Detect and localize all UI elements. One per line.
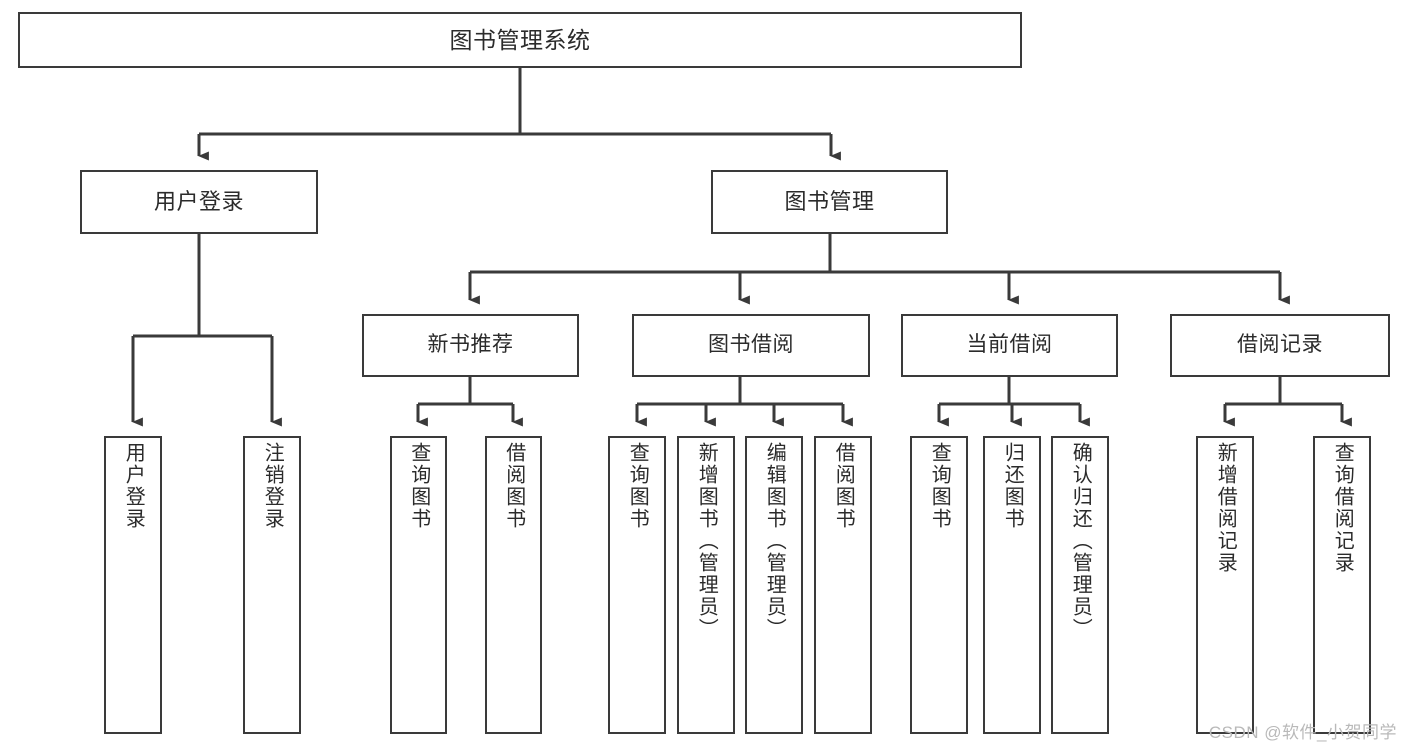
leaf-borrow-borrow-book[interactable]: 借阅图书 xyxy=(814,436,872,734)
leaf-current-return-book[interactable]: 归还图书 xyxy=(983,436,1041,734)
csdn-watermark: CSDN @软件_小贺同学 xyxy=(1208,723,1397,742)
leaf-user-logout-label: 注销登录 xyxy=(261,442,284,530)
leaf-current-confirm-return-admin[interactable]: 确认归还（管理员） xyxy=(1051,436,1109,734)
leaf-borrow-query-book[interactable]: 查询图书 xyxy=(608,436,666,734)
leaf-current-confirm-return-admin-label: 确认归还（管理员） xyxy=(1069,442,1092,640)
leaf-records-query-record-label: 查询借阅记录 xyxy=(1331,442,1354,574)
leaf-user-login-label: 用户登录 xyxy=(122,442,145,530)
leaf-borrow-edit-book-admin-label: 编辑图书（管理员） xyxy=(763,442,786,640)
node-book-management[interactable]: 图书管理 xyxy=(711,170,948,234)
node-borrow-records-label: 借阅记录 xyxy=(1237,333,1323,357)
leaf-recommend-query-book[interactable]: 查询图书 xyxy=(390,436,447,734)
leaf-borrow-add-book-admin[interactable]: 新增图书（管理员） xyxy=(677,436,735,734)
leaf-borrow-edit-book-admin[interactable]: 编辑图书（管理员） xyxy=(745,436,803,734)
node-new-book-recommend[interactable]: 新书推荐 xyxy=(362,314,579,377)
leaf-recommend-query-book-label: 查询图书 xyxy=(407,442,430,530)
node-book-borrow-label: 图书借阅 xyxy=(708,333,794,357)
node-borrow-records[interactable]: 借阅记录 xyxy=(1170,314,1390,377)
leaf-user-logout[interactable]: 注销登录 xyxy=(243,436,301,734)
leaf-records-query-record[interactable]: 查询借阅记录 xyxy=(1313,436,1371,734)
leaf-user-login[interactable]: 用户登录 xyxy=(104,436,162,734)
node-book-borrow[interactable]: 图书借阅 xyxy=(632,314,870,377)
leaf-records-add-record-label: 新增借阅记录 xyxy=(1214,442,1237,574)
node-current-borrow-label: 当前借阅 xyxy=(966,333,1053,357)
leaf-recommend-borrow-book[interactable]: 借阅图书 xyxy=(485,436,542,734)
leaf-recommend-borrow-book-label: 借阅图书 xyxy=(502,442,525,530)
node-current-borrow[interactable]: 当前借阅 xyxy=(901,314,1118,377)
leaf-borrow-add-book-admin-label: 新增图书（管理员） xyxy=(695,442,718,640)
node-book-management-label: 图书管理 xyxy=(784,189,875,215)
node-root[interactable]: 图书管理系统 xyxy=(18,12,1022,68)
leaf-records-add-record[interactable]: 新增借阅记录 xyxy=(1196,436,1254,734)
leaf-current-query-book-label: 查询图书 xyxy=(928,442,951,530)
leaf-current-return-book-label: 归还图书 xyxy=(1001,442,1024,530)
node-new-book-recommend-label: 新书推荐 xyxy=(427,333,514,357)
node-user-login[interactable]: 用户登录 xyxy=(80,170,318,234)
leaf-borrow-borrow-book-label: 借阅图书 xyxy=(832,442,855,530)
leaf-borrow-query-book-label: 查询图书 xyxy=(626,442,649,530)
node-user-login-label: 用户登录 xyxy=(153,189,244,215)
node-root-label: 图书管理系统 xyxy=(449,26,591,53)
leaf-current-query-book[interactable]: 查询图书 xyxy=(910,436,968,734)
